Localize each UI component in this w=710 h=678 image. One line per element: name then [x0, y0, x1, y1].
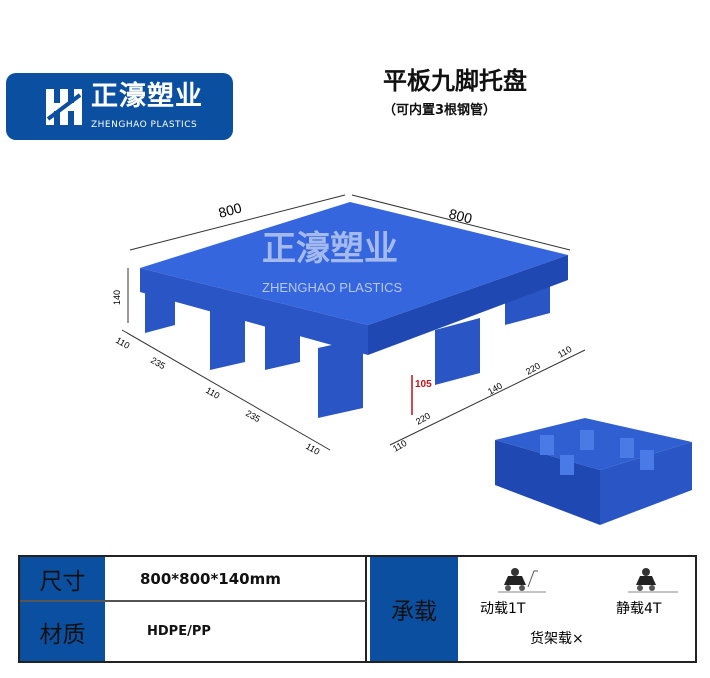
rack-load: 货架载×: [530, 631, 584, 647]
dim-height: 140: [112, 290, 122, 305]
dim-width: 800: [447, 205, 474, 226]
static-load-icon: [628, 568, 678, 593]
spec-table: 尺寸 800*800*140mm 材质 HDPE/PP 承载 动载1T 静载4T…: [18, 555, 697, 663]
logo-en: ZHENGHAO PLASTICS: [91, 120, 198, 130]
load-label: 承载: [370, 557, 458, 661]
pallet-diagram: 正濠塑业 ZHENGHAO PLASTICS 800 800 140 105 1…: [112, 194, 692, 525]
material-label: 材质: [20, 602, 105, 661]
size-label: 尺寸: [20, 557, 105, 602]
pallet-front-right: [368, 255, 568, 355]
product-subtitle: （可内置3根钢管）: [383, 103, 497, 118]
brand-logo: 正濠塑业 ZHENGHAO PLASTICS: [6, 73, 233, 140]
dim-length: 800: [217, 199, 244, 221]
dim-left-4: 235: [244, 408, 262, 424]
pallet-front-left: [140, 268, 368, 355]
dim-right-2: 220: [414, 411, 432, 427]
dim-left-2: 235: [149, 355, 167, 371]
material-value: HDPE/PP: [105, 602, 367, 661]
dim-right-4: 220: [524, 361, 542, 377]
dim-right-1: 110: [391, 438, 408, 454]
dim-left-3: 110: [204, 385, 221, 401]
product-title: 平板九脚托盘: [383, 67, 527, 95]
static-load: 静载4T: [616, 601, 662, 617]
watermark-en: ZHENGHAO PLASTICS: [262, 280, 402, 295]
load-info: 动载1T 静载4T 货架载×: [458, 557, 695, 661]
pallet-legs: [145, 278, 550, 418]
dim-left-1: 110: [114, 335, 131, 351]
watermark-cn: 正濠塑业: [262, 229, 398, 268]
dim-right-3: 140: [486, 381, 504, 397]
logo-cn: 正濠塑业: [91, 81, 203, 112]
pallet-bottom-view: [495, 418, 692, 525]
dim-leg-height: 105: [415, 379, 432, 390]
dynamic-load-icon: [498, 568, 546, 593]
dynamic-load: 动载1T: [480, 601, 526, 617]
size-value: 800*800*140mm: [105, 557, 367, 602]
logo-mark-icon: [46, 89, 82, 125]
pallet-top: [140, 202, 568, 325]
